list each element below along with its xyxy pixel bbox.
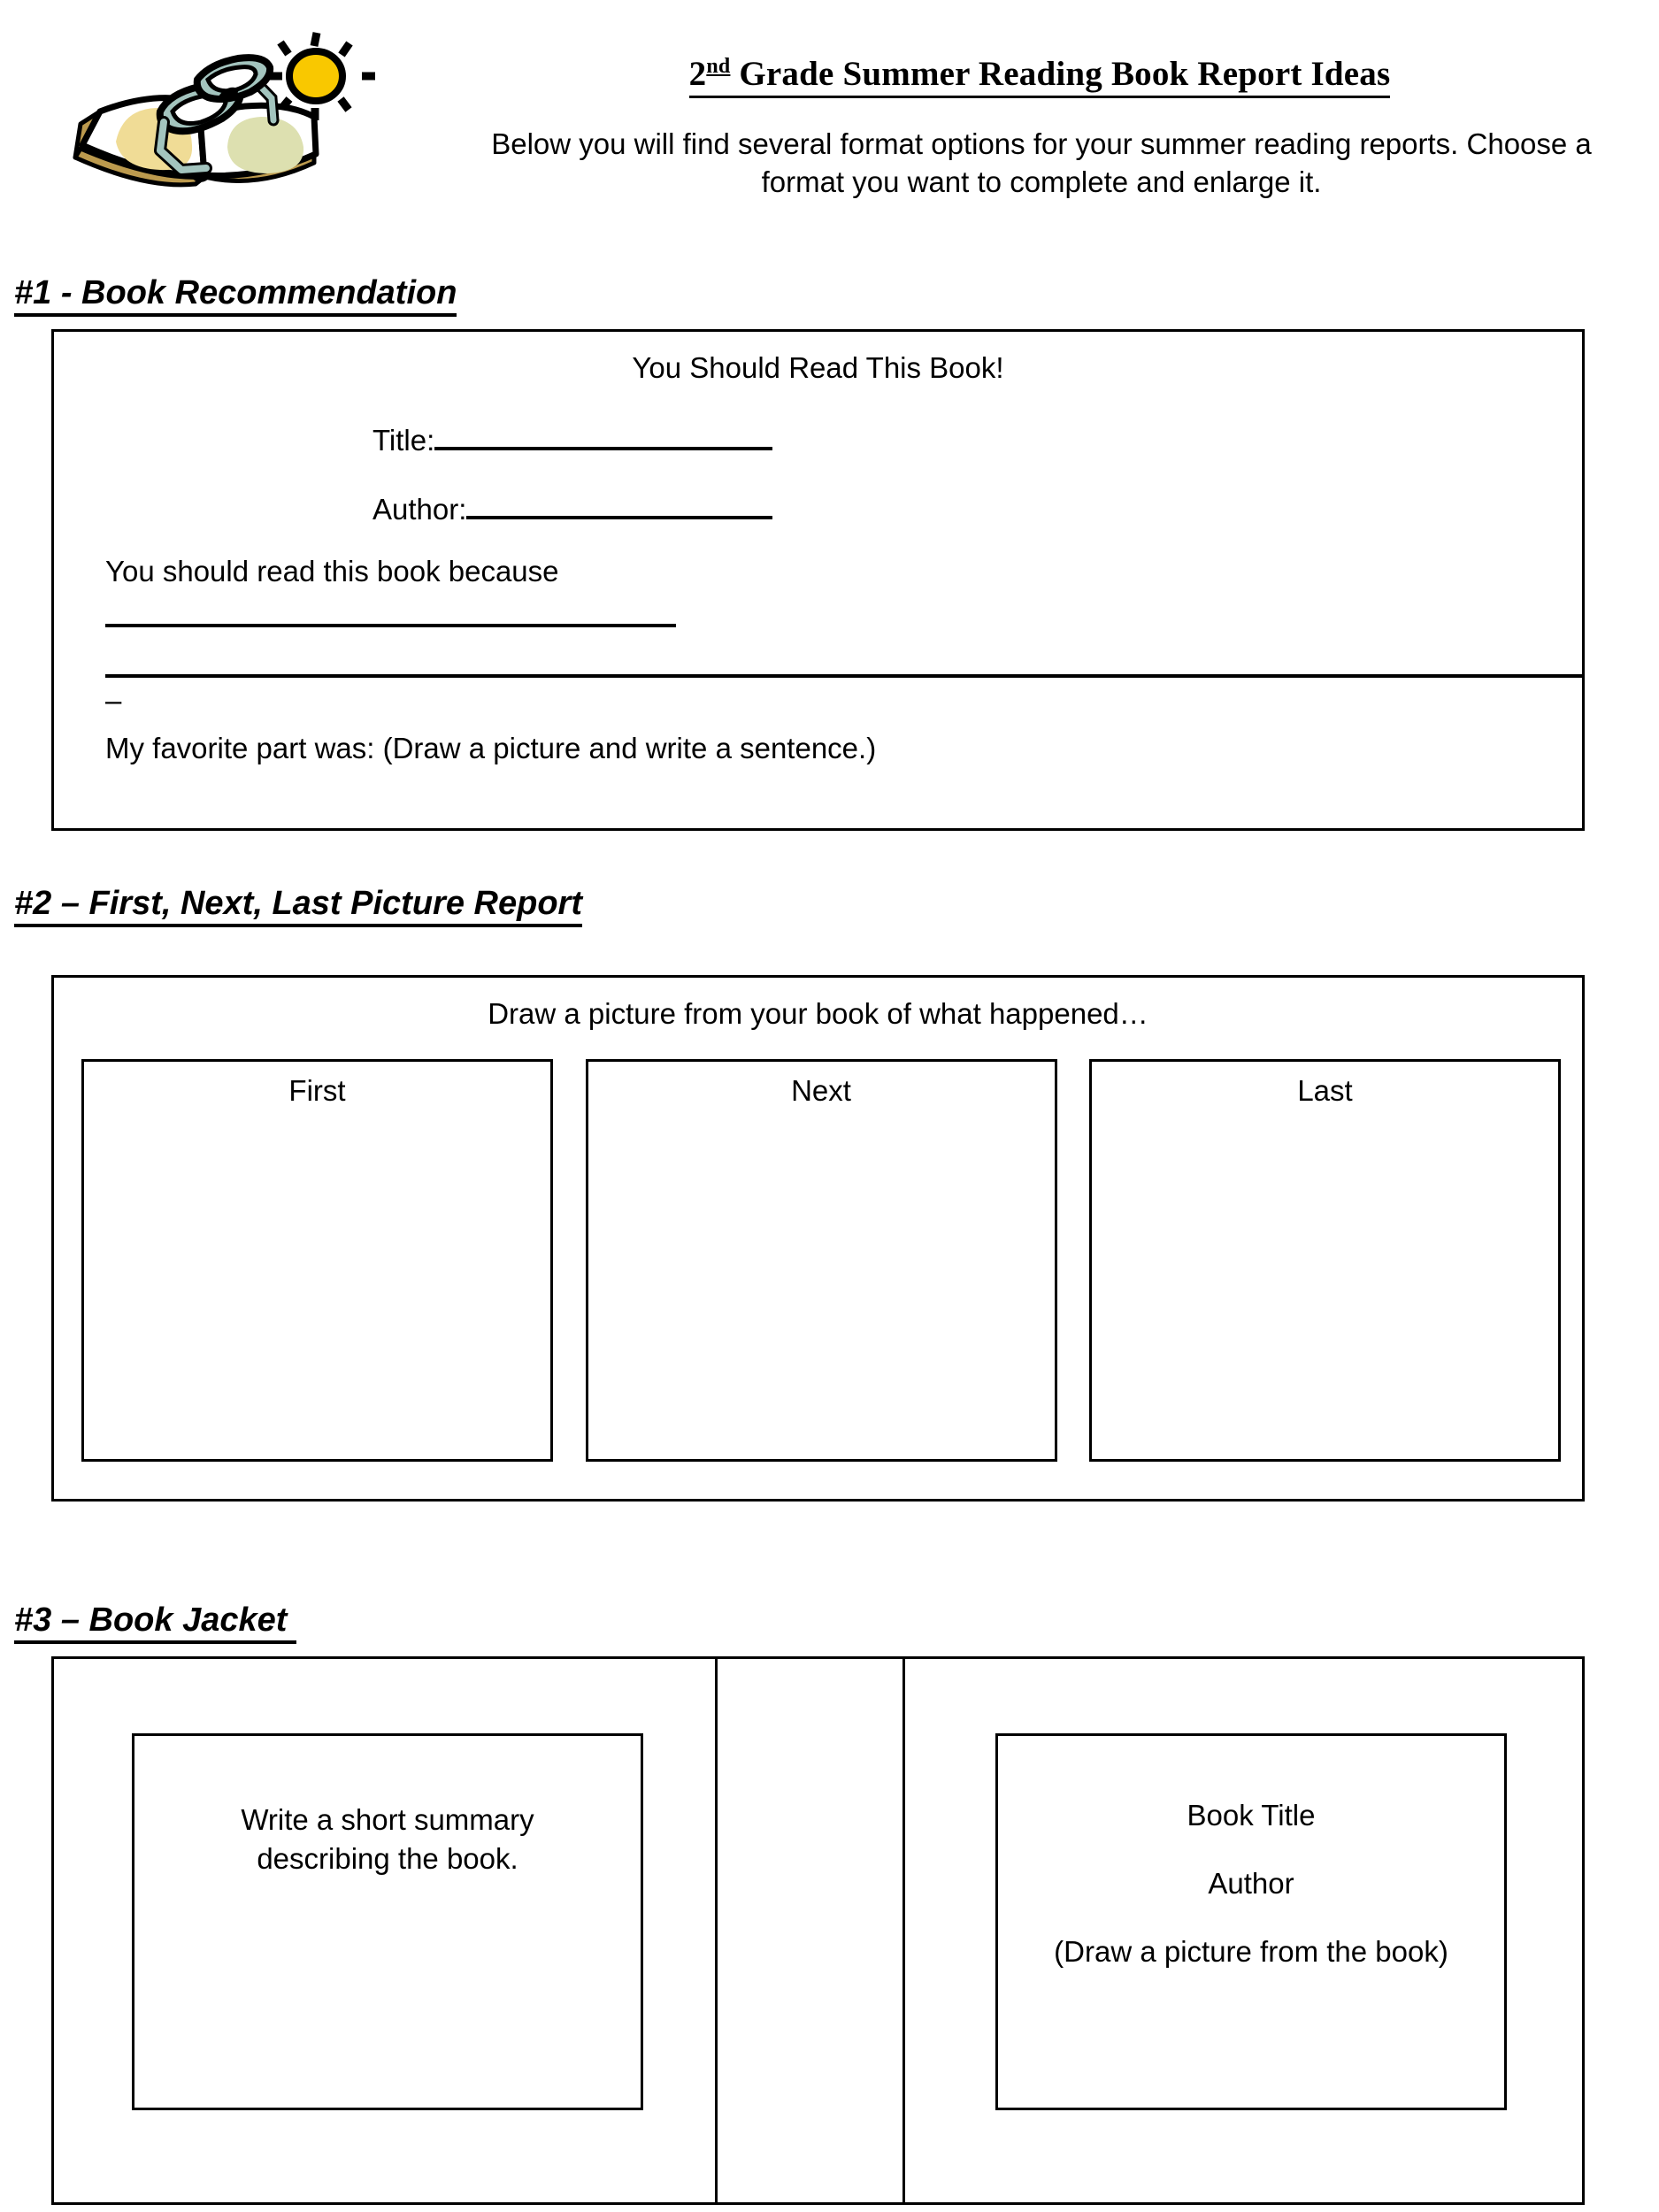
title-field-label: Title: (373, 424, 435, 457)
drawing-panel-first[interactable]: First (81, 1059, 553, 1462)
book-jacket-back-panel: Write a short summary describing the boo… (54, 1659, 718, 2202)
section-heading-book-jacket: #3 – Book Jacket (14, 1601, 296, 1644)
book-jacket-summary-line-2: describing the book. (257, 1841, 518, 1875)
section-heading-first-next-last: #2 – First, Next, Last Picture Report (14, 885, 582, 927)
book-jacket-box: Write a short summary describing the boo… (51, 1656, 1585, 2205)
book-jacket-cover-author-label: Author (1208, 1867, 1294, 1900)
drawing-panel-label-first: First (288, 1074, 346, 1107)
author-field-write-line[interactable] (466, 516, 773, 519)
book-recommendation-content: Title: Author: You should read this book… (105, 332, 1585, 828)
book-recommendation-box: You Should Read This Book! Title: Author… (51, 329, 1585, 831)
drawing-panels-row: First Next Last (81, 1059, 1561, 1462)
because-write-line-1[interactable] (105, 624, 676, 627)
drawing-panel-next[interactable]: Next (585, 1059, 1057, 1462)
book-jacket-front-panel: Book Title Author (Draw a picture from t… (905, 1659, 1582, 2202)
title-field-write-line[interactable] (434, 447, 773, 450)
page-title-rest: Grade Summer Reading Book Report Ideas (730, 55, 1391, 93)
author-field-row: Author: (373, 493, 773, 526)
because-write-line-2[interactable] (105, 674, 1585, 678)
drawing-panel-label-last: Last (1297, 1074, 1353, 1107)
book-jacket-cover-draw-instruction: (Draw a picture from the book) (1054, 1935, 1448, 1968)
because-trailing-dash: – (105, 684, 122, 717)
open-book-with-sunglasses-and-sun-icon (49, 25, 491, 246)
book-jacket-summary-text: Write a short summary describing the boo… (134, 1801, 641, 1878)
draw-picture-prompt: Draw a picture from your book of what ha… (488, 997, 1148, 1030)
book-jacket-summary-line-1: Write a short summary (241, 1803, 534, 1836)
drawing-panel-last[interactable]: Last (1089, 1059, 1561, 1462)
book-jacket-cover-area[interactable]: Book Title Author (Draw a picture from t… (995, 1733, 1507, 2110)
book-jacket-spine-panel[interactable] (718, 1659, 905, 2202)
title-field-row: Title: (373, 424, 773, 457)
book-jacket-cover-title-label: Book Title (1187, 1799, 1316, 1832)
page-title: 2nd Grade Summer Reading Book Report Ide… (688, 55, 1391, 98)
section-heading-book-recommendation: #1 - Book Recommendation (14, 274, 457, 317)
intro-paragraph: Below you will find several format optio… (491, 127, 1592, 199)
first-next-last-box: Draw a picture from your book of what ha… (51, 975, 1585, 1502)
page-header: 2nd Grade Summer Reading Book Report Ide… (0, 0, 1659, 257)
author-field-label: Author: (373, 493, 467, 526)
header-text-block: 2nd Grade Summer Reading Book Report Ide… (469, 55, 1610, 202)
book-recommendation-title: You Should Read This Book! (632, 351, 1004, 384)
book-jacket-cover-text: Book Title Author (Draw a picture from t… (998, 1801, 1504, 1966)
page-title-ordinal-suffix: nd (706, 55, 731, 78)
drawing-panel-label-next: Next (791, 1074, 851, 1107)
book-jacket-summary-area[interactable]: Write a short summary describing the boo… (132, 1733, 643, 2110)
favorite-part-prompt: My favorite part was: (Draw a picture an… (105, 732, 877, 764)
because-prompt: You should read this book because (105, 555, 559, 588)
page-title-number: 2 (688, 55, 707, 93)
